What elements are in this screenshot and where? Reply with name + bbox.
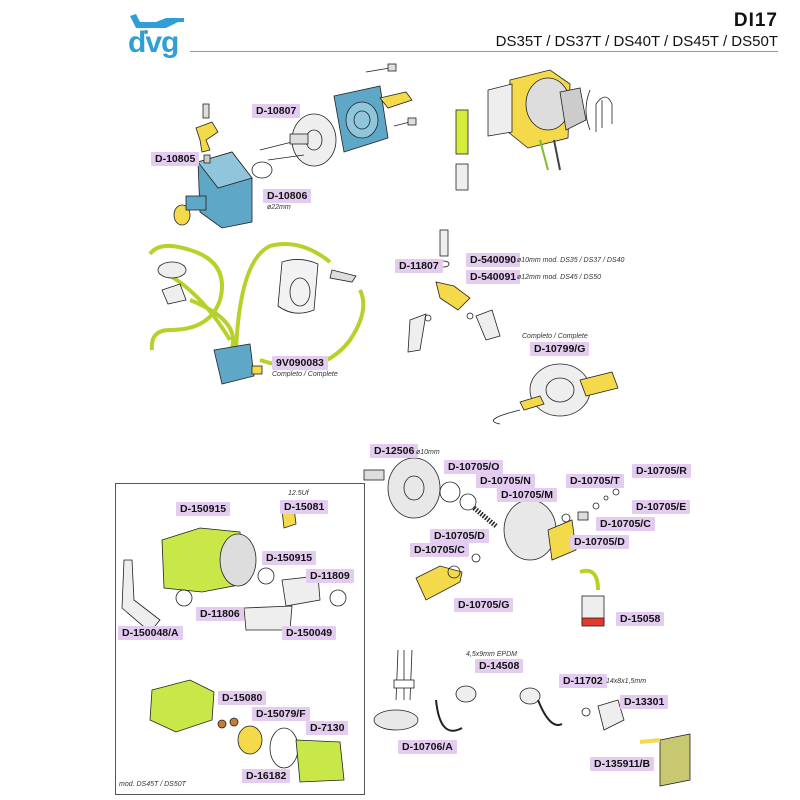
label-d-150049: D-150049 xyxy=(282,626,337,640)
note-phi10-mod: ø10mm mod. DS35 / DS37 / DS40 xyxy=(517,257,625,264)
label-d-15079-f: D-15079/F xyxy=(252,707,310,721)
note-complete-2: Completo / Complete xyxy=(522,333,588,340)
brand-name: dvg xyxy=(128,26,179,59)
label-d-10807: D-10807 xyxy=(252,104,301,118)
label-d-10705-m: D-10705/M xyxy=(497,488,557,502)
model-list: DS35T / DS37T / DS40T / DS45T / DS50T xyxy=(495,33,778,50)
label-d-11806: D-11806 xyxy=(196,607,244,621)
inset-motors xyxy=(121,507,347,783)
label-d-10705-g: D-10705/G xyxy=(454,598,514,612)
y-fitting-assembly xyxy=(407,229,501,353)
hose-assembly-parts xyxy=(157,259,357,385)
label-d-11809: D-11809 xyxy=(306,569,354,583)
label-d-10799-g: D-10799/G xyxy=(530,342,590,356)
label-d-150915-top: D-150915 xyxy=(176,502,231,516)
faucet-icon xyxy=(130,14,184,34)
label-d-10705-c: D-10705/C xyxy=(410,543,469,557)
label-d-10705-o: D-10705/O xyxy=(444,460,504,474)
label-d-150915-mid: D-150915 xyxy=(262,551,317,565)
label-d-10806: D-10806 xyxy=(263,189,312,203)
inset-frame xyxy=(115,483,365,795)
label-d-10705-d-right: D-10705/D xyxy=(570,535,629,549)
label-d-7130: D-7130 xyxy=(306,721,349,735)
note-phi12-mod: ø12mm mod. DS45 / DS50 xyxy=(517,274,602,281)
note-epdm: 4,5x9mm EPDM xyxy=(466,651,517,658)
label-d-135911-b: D-135911/B xyxy=(590,757,655,771)
valve-exploded xyxy=(363,457,620,627)
label-d-14508: D-14508 xyxy=(475,659,524,673)
label-d-10705-r: D-10705/R xyxy=(632,464,691,478)
label-d-16182: D-16182 xyxy=(242,769,291,783)
note-phi10: ø10mm xyxy=(416,449,440,456)
note-phi22: ø22mm xyxy=(267,204,291,211)
label-d-10805: D-10805 xyxy=(151,152,200,166)
label-d-11807: D-11807 xyxy=(395,259,443,273)
note-inset-mod: mod. DS45T / DS50T xyxy=(119,781,186,788)
label-d-15058: D-15058 xyxy=(616,612,665,626)
label-d-540090: D-540090 xyxy=(466,253,521,267)
label-d-10705-c-right: D-10705/C xyxy=(596,517,655,531)
heater-assembly xyxy=(373,649,691,787)
diagram-code: DI17 xyxy=(733,10,778,31)
label-d-11702: D-11702 xyxy=(559,674,607,688)
note-size-11702: 14x8x1,5mm xyxy=(606,678,647,685)
note-cap: 12.5Uf xyxy=(288,490,309,497)
label-d-10705-n: D-10705/N xyxy=(476,474,535,488)
label-d-10705-e: D-10705/E xyxy=(632,500,691,514)
label-d-540091: D-540091 xyxy=(466,270,521,284)
top-left-assembly xyxy=(173,63,417,229)
label-d-10705-d: D-10705/D xyxy=(430,529,489,543)
label-d-12506: D-12506 xyxy=(370,444,419,458)
label-d-15081: D-15081 xyxy=(280,500,329,514)
note-complete-1: Completo / Complete xyxy=(272,371,338,378)
top-right-motor xyxy=(455,69,613,191)
label-d-15080: D-15080 xyxy=(218,691,267,705)
header-rule xyxy=(190,51,778,52)
label-d-150048-a: D-150048/A xyxy=(118,626,183,640)
label-d-10705-t: D-10705/T xyxy=(566,474,624,488)
label-d-13301: D-13301 xyxy=(620,695,669,709)
complete-valve xyxy=(493,363,619,425)
hose-assembly xyxy=(148,242,366,369)
label-d-10706-a: D-10706/A xyxy=(398,740,457,754)
label-9v090083: 9V090083 xyxy=(272,356,328,370)
